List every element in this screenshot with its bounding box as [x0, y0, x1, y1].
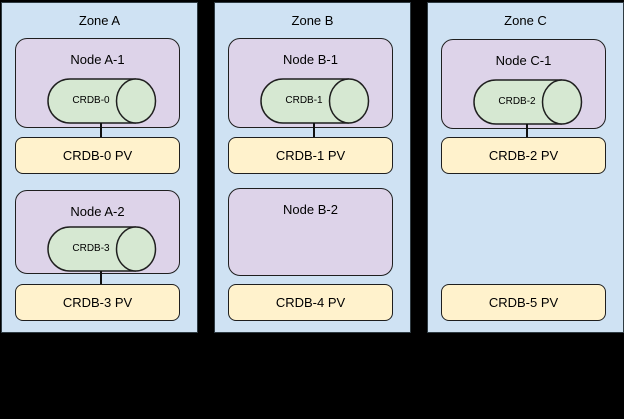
pv-crdb-3: CRDB-3 PV — [15, 284, 180, 321]
zone-c-label: Zone C — [504, 13, 547, 28]
node-c-1-label: Node C-1 — [495, 53, 552, 68]
pv-crdb-1: CRDB-1 PV — [228, 137, 393, 174]
zone-b: Zone B Node B-1 CRDB-1 CRDB-1 PV Node B-… — [214, 2, 411, 333]
pv-crdb-2: CRDB-2 PV — [441, 137, 606, 174]
pv-crdb-5: CRDB-5 PV — [441, 284, 606, 321]
node-a-1-label: Node A-1 — [70, 52, 125, 67]
crdb-0-cylinder: CRDB-0 — [47, 78, 157, 124]
node-b-1-label: Node B-1 — [283, 52, 338, 67]
zone-b-label: Zone B — [291, 13, 334, 28]
zone-a: Zone A Node A-1 CRDB-0 CRDB-0 PV Node A-… — [1, 2, 198, 333]
crdb-2-cylinder: CRDB-2 — [473, 79, 583, 125]
connector-crdb-0-to-pv — [100, 123, 102, 137]
database-cylinder-icon — [473, 79, 583, 125]
pv-crdb-4: CRDB-4 PV — [228, 284, 393, 321]
node-b-2-label: Node B-2 — [283, 202, 338, 217]
database-cylinder-icon — [260, 78, 370, 124]
node-a-2-label: Node A-2 — [70, 204, 125, 219]
connector-crdb-2-to-pv — [526, 124, 528, 138]
crdb-1-cylinder: CRDB-1 — [260, 78, 370, 124]
zone-c: Zone C Node C-1 CRDB-2 CRDB-2 PV CRDB-5 … — [427, 2, 624, 333]
zone-a-label: Zone A — [78, 13, 121, 28]
crdb-0-label: CRDB-0 — [72, 95, 110, 106]
database-cylinder-icon — [47, 78, 157, 124]
crdb-3-label: CRDB-3 — [72, 243, 110, 254]
pv-crdb-0: CRDB-0 PV — [15, 137, 180, 174]
node-b-2: Node B-2 — [228, 188, 393, 276]
connector-crdb-3-to-pv — [100, 271, 102, 285]
crdb-1-label: CRDB-1 — [285, 95, 323, 106]
crdb-2-label: CRDB-2 — [498, 96, 536, 107]
connector-crdb-1-to-pv — [313, 123, 315, 137]
database-cylinder-icon — [47, 226, 157, 272]
crdb-3-cylinder: CRDB-3 — [47, 226, 157, 272]
